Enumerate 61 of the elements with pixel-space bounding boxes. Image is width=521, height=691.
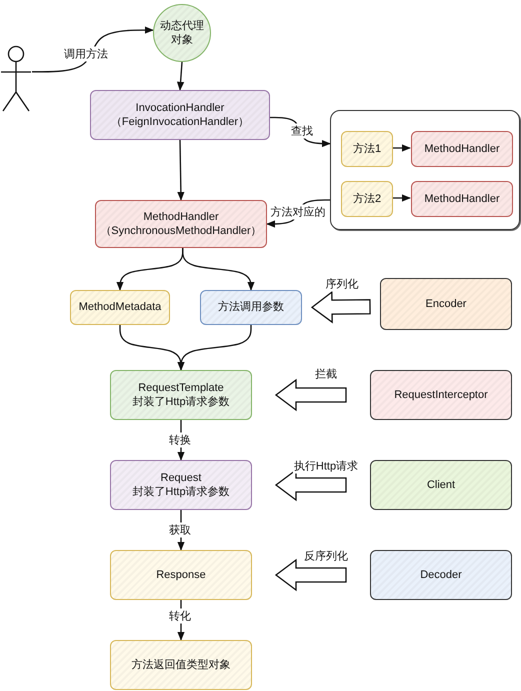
edge-label: 拦截 [314, 366, 338, 382]
node-text: MethodMetadata [78, 300, 162, 315]
arrow [176, 62, 184, 91]
node-text: 封装了Http请求参数 [132, 485, 230, 500]
group-container [330, 110, 520, 230]
edge-label: 查找 [290, 124, 314, 138]
arrow [177, 140, 184, 201]
edge-label: 执行Http请求 [292, 458, 360, 474]
arrow [270, 116, 331, 148]
process-box [110, 640, 252, 690]
arrow [392, 144, 411, 152]
edge-label: 序列化 [324, 276, 360, 292]
process-box [70, 290, 170, 325]
node-text: MethodHandler [424, 142, 500, 156]
node-text: MethodHandler [143, 210, 219, 224]
edge-label: 调用方法 [63, 46, 109, 62]
edge-label: 方法对应的 [270, 204, 326, 220]
process-box [341, 181, 393, 217]
process-box [95, 200, 267, 248]
arrow [177, 600, 185, 641]
node-text: （SynchronousMethodHandler） [100, 224, 262, 238]
process-box [380, 278, 512, 330]
node-text: Request [160, 470, 202, 485]
arrow [177, 420, 185, 461]
arrow [392, 194, 411, 202]
process-box [370, 550, 512, 600]
process-box [411, 181, 513, 217]
process-box [341, 131, 393, 167]
node-text: MethodHandler [424, 192, 500, 206]
process-box [200, 290, 302, 325]
node-text: RequestTemplate [138, 380, 224, 395]
node-text: 封装了Http请求参数 [132, 395, 230, 410]
node-text: InvocationHandler [136, 100, 224, 115]
edge-label: 转换 [168, 432, 192, 448]
arrow [32, 26, 154, 72]
node-text: Decoder [420, 568, 462, 582]
arrow [177, 325, 252, 371]
node-text: Client [426, 478, 456, 492]
process-box [411, 131, 513, 167]
arrow [182, 248, 255, 291]
node-text: Response [156, 568, 206, 582]
node-text: 方法调用参数 [218, 300, 284, 315]
block-arrow [310, 290, 371, 324]
edge-label: 反序列化 [303, 548, 349, 564]
node-text: 方法1 [352, 142, 382, 156]
process-box [370, 370, 512, 420]
node-text: Encoder [426, 296, 466, 312]
block-arrow [274, 378, 347, 412]
process-box [110, 460, 252, 510]
node-text: 动态代理对象 [159, 18, 205, 48]
process-box [110, 370, 252, 420]
process-box [370, 460, 512, 510]
edge-label: 获取 [168, 522, 192, 538]
edge-label: 转化 [168, 608, 192, 624]
node-text: 方法返回值类型对象 [132, 658, 230, 672]
node-text: RequestInterceptor [394, 388, 488, 402]
node-text: （FeignInvocationHandler） [110, 115, 250, 130]
node-text: 方法2 [352, 192, 382, 206]
process-box [90, 90, 270, 140]
process-box [110, 550, 252, 600]
block-arrow [274, 558, 347, 592]
